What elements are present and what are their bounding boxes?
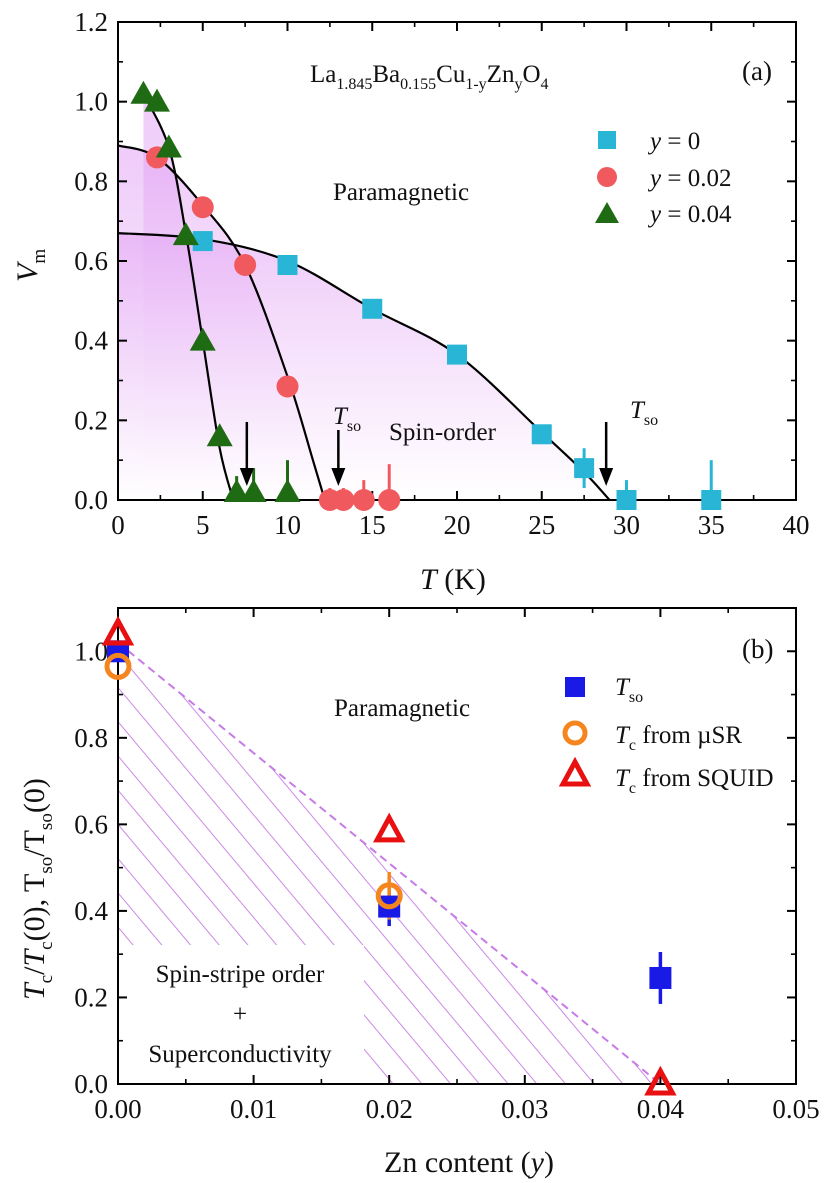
legend-marker-triangle: [595, 202, 619, 223]
data-point-circle: [352, 489, 375, 511]
data-point-square: [362, 298, 383, 319]
x-tick-label: 0: [111, 510, 125, 540]
x-tick-label: 30: [613, 510, 640, 540]
x-tick-label: 0.03: [501, 1094, 548, 1124]
y-tick-label: 1.0: [74, 87, 108, 117]
x-tick-label: 5: [196, 510, 210, 540]
data-point-triangle: [155, 134, 182, 158]
y-tick-label: 0.2: [74, 405, 108, 435]
y-tick-label: 0.2: [74, 982, 108, 1012]
data-point-open-circle: [375, 882, 403, 910]
data-point-circle: [378, 489, 401, 511]
data-point-square: [531, 424, 552, 445]
legend-label-tc-musr: Tc from µSR: [615, 722, 742, 754]
x-tick-label: 35: [698, 510, 725, 540]
data-point-triangle: [240, 479, 267, 503]
region-label-line2: +: [233, 1001, 247, 1028]
tso-label-high: Tso: [630, 397, 658, 429]
data-point-circle: [234, 253, 257, 276]
legend-label-y004: y = 0.04: [647, 201, 732, 228]
legend-b: Tso Tc from µSR Tc from SQUID: [558, 674, 774, 797]
y-tick-label: 0.8: [74, 723, 108, 753]
x-tick-label: 0.04: [637, 1094, 685, 1124]
panel-a: 0 5 10 15 20 25 30 35 40 0.0 0.2 0.4 0.6 0.8 1.0 1.2 La…: [11, 7, 810, 596]
x-tick-label: 0.01: [230, 1094, 277, 1124]
y-tick-label: 0.4: [74, 326, 108, 356]
legend-marker-open-circle: [562, 720, 588, 746]
y-tick-label: 0.8: [74, 166, 108, 196]
data-point-open-triangle: [372, 812, 406, 843]
legend-marker-square: [598, 131, 616, 149]
data-point-circle: [332, 489, 355, 511]
data-point-circle: [191, 196, 214, 219]
data-point-square: [616, 490, 637, 510]
y-tick-label: 0.6: [74, 246, 108, 276]
x-tick-label: 0.05: [772, 1094, 819, 1124]
x-tick-label: 0.00: [94, 1094, 141, 1124]
data-point-square: [192, 231, 213, 252]
y-tick-label: 0.0: [74, 485, 108, 515]
data-point-triangle: [143, 88, 170, 112]
y-tick-label: 0.4: [74, 896, 108, 926]
legend-label-tso: Tso: [615, 674, 643, 706]
x-tick-label: 0.02: [366, 1094, 413, 1124]
spin-order-label: Spin-order: [389, 419, 497, 446]
panel-b-ticks: 0.00 0.01 0.02 0.03 0.04 0.05 0.0 0.2 0.4 0.6 0.8 1…: [74, 607, 820, 1124]
legend-label-y0: y = 0: [647, 128, 700, 155]
panel-a-ylabel: Vm: [11, 249, 50, 282]
data-point-filled-square: [649, 966, 672, 989]
data-point-triangle: [172, 222, 199, 246]
x-tick-label: 20: [444, 510, 471, 540]
data-point-triangle: [206, 423, 233, 447]
data-point-square: [701, 490, 722, 510]
paramagnetic-label-a: Paramagnetic: [333, 179, 469, 206]
y-tick-label: 1.2: [74, 7, 108, 37]
legend-label-tc-squid: Tc from SQUID: [615, 765, 774, 797]
legend-label-y002: y = 0.02: [647, 165, 731, 192]
panel-b: 0.00 0.01 0.02 0.03 0.04 0.05 0.0 0.2 0.4 0.6 0.8 1…: [18, 607, 820, 1179]
legend-a: y = 0 y = 0.02 y = 0.04: [595, 128, 732, 228]
region-label-line3: Superconductivity: [148, 1041, 332, 1068]
y-tick-label: 0.6: [74, 809, 108, 839]
panel-a-xlabel: T (K): [420, 563, 486, 596]
data-point-triangle: [189, 327, 216, 351]
x-tick-label: 10: [274, 510, 301, 540]
region-label-line1: Spin-stripe order: [156, 961, 325, 988]
x-tick-label: 15: [359, 510, 386, 540]
data-point-open-circle: [104, 652, 132, 680]
y-tick-label: 0.0: [74, 1069, 108, 1099]
data-point-triangle: [130, 80, 157, 104]
x-tick-label: 25: [528, 510, 555, 540]
panel-b-data-points: [101, 615, 677, 1096]
data-point-square: [277, 254, 298, 275]
tso-arrow-head: [599, 468, 614, 486]
data-point-square: [447, 344, 467, 365]
panel-a-data-points: [130, 80, 722, 511]
data-point-triangle: [223, 479, 250, 503]
x-tick-label: 40: [783, 510, 810, 540]
tso-arrow-head: [331, 468, 346, 486]
data-point-open-triangle: [101, 615, 135, 646]
panel-a-label: (a): [742, 56, 772, 86]
data-point-open-triangle: [644, 1065, 677, 1096]
tso-label-low: Tso: [333, 403, 361, 435]
panel-b-label: (b): [742, 634, 773, 664]
legend-marker-circle: [597, 167, 617, 187]
data-point-square: [574, 458, 595, 479]
panel-a-title: La1.845Ba0.155Cu1-yZnyO4: [310, 61, 549, 93]
legend-marker-filled-square: [565, 677, 585, 697]
data-point-triangle: [274, 479, 301, 503]
paramagnetic-label-b: Paramagnetic: [334, 695, 470, 722]
panel-b-ylabel: Tc/Tc(0), Tso/Tso(0): [18, 778, 57, 1000]
tso-arrows: [239, 422, 614, 486]
y-tick-label: 1.0: [74, 636, 108, 666]
panel-b-xlabel: Zn content (y): [384, 1146, 554, 1179]
legend-marker-open-triangle: [558, 756, 592, 787]
tso-arrow-head: [239, 468, 254, 486]
panel-a-ticks: 0 5 10 15 20 25 30 35 40 0.0 0.2 0.4 0.6 0.8 1.0 1.2: [74, 7, 809, 540]
region-label-background: [119, 945, 364, 1083]
data-point-circle: [276, 375, 299, 398]
